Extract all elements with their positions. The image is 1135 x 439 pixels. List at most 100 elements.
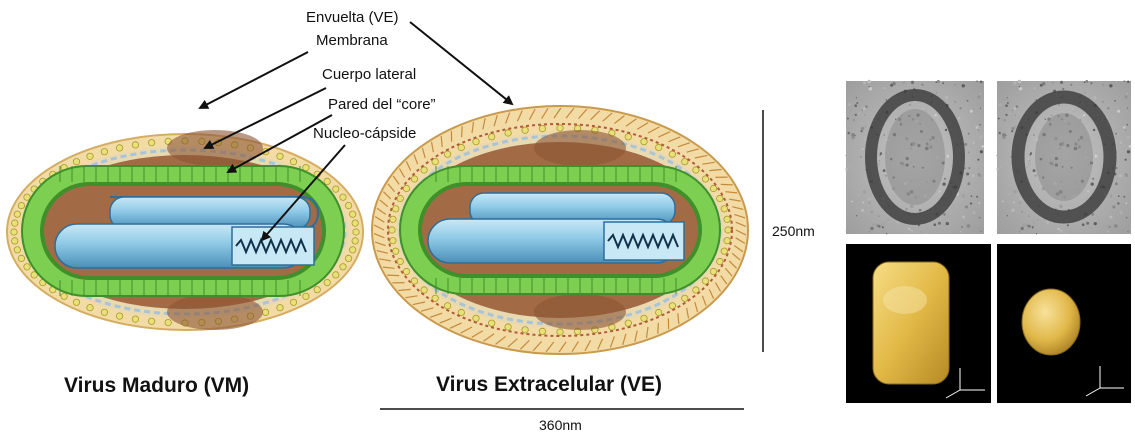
em-noise-speck — [1125, 174, 1128, 177]
membrane-protein-dot — [345, 202, 351, 208]
envelope-fiber — [658, 323, 659, 334]
em-noise-speck — [869, 87, 873, 91]
em-noise-speck — [960, 194, 963, 197]
em-noise-speck — [887, 219, 889, 221]
em-noise-speck — [863, 190, 867, 194]
em-noise-speck — [1125, 159, 1127, 161]
em-noise-speck — [1114, 224, 1117, 227]
membrane-protein-dot — [333, 272, 339, 278]
em-noise-speck — [979, 217, 981, 219]
em-noise-speck — [933, 223, 936, 226]
em-noise-speck — [1062, 88, 1064, 90]
em-noise-speck — [1060, 230, 1061, 231]
em-noise-speck — [879, 160, 881, 162]
em-noise-speck — [1115, 133, 1117, 135]
em-noise-speck — [883, 227, 885, 229]
membrane-protein-dot — [397, 258, 403, 264]
em-noise-speck — [1057, 228, 1059, 230]
membrane-protein-dot — [352, 220, 358, 226]
em-noise-speck — [977, 95, 980, 98]
em-noise-speck — [1123, 80, 1125, 82]
em-noise-speck — [998, 118, 1000, 120]
em-noise-speck — [872, 223, 875, 226]
em-noise-speck — [1117, 110, 1120, 113]
membrane-protein-dot — [132, 316, 138, 322]
em-noise-speck — [1126, 202, 1128, 204]
em-noise-speck — [1090, 82, 1092, 84]
em-noise-speck — [961, 226, 963, 228]
em-noise-speck — [1033, 87, 1035, 89]
membrane-protein-dot — [522, 327, 528, 333]
em-noise-speck — [1013, 81, 1016, 84]
membrane-protein-dot — [393, 248, 399, 254]
em-noise-speck — [1007, 102, 1009, 104]
em-noise-speck — [1007, 215, 1008, 216]
em-noise-speck — [1028, 163, 1031, 166]
membrane-protein-dot — [390, 238, 396, 244]
em-noise-speck — [1013, 107, 1016, 110]
em-noise-speck — [1019, 87, 1023, 91]
em-noise-speck — [1003, 119, 1005, 121]
membrane-protein-dot — [12, 220, 18, 226]
em-noise-speck — [1087, 190, 1089, 192]
em-noise-speck — [864, 120, 865, 121]
em-noise-speck — [1120, 142, 1122, 144]
membrane-protein-dot — [116, 313, 122, 319]
em-noise-speck — [869, 86, 870, 87]
membrane-protein-dot — [539, 125, 545, 131]
em-noise-speck — [1010, 150, 1011, 151]
em-noise-speck — [1093, 96, 1096, 99]
em-noise-speck — [1009, 113, 1011, 115]
render-brick-shaped-virion — [873, 262, 949, 384]
em-noise-speck — [971, 195, 973, 197]
micrograph-panels — [845, 80, 1131, 403]
membrane-protein-dot — [489, 134, 495, 140]
em-noise-speck — [1115, 87, 1117, 89]
membrane-protein-dot — [641, 315, 647, 321]
em-noise-speck — [1028, 215, 1030, 217]
membrane-protein-dot — [14, 211, 20, 217]
em-noise-speck — [1007, 97, 1008, 98]
em-noise-speck — [946, 155, 949, 158]
em-noise-speck — [870, 227, 873, 230]
extracellular-lateral-body-bottom — [534, 294, 626, 330]
em-noise-speck — [1033, 169, 1036, 172]
em-noise-speck — [1080, 116, 1083, 119]
em-noise-speck — [1127, 124, 1129, 126]
em-noise-speck — [976, 130, 979, 133]
membrane-protein-dot — [641, 139, 647, 145]
em-noise-speck — [1073, 109, 1076, 112]
em-noise-speck — [1084, 92, 1086, 94]
em-noise-speck — [861, 209, 864, 212]
em-noise-speck — [1085, 80, 1087, 82]
membrane-protein-dot — [411, 278, 417, 284]
mature-virus-illustration — [7, 130, 363, 330]
em-noise-speck — [1015, 120, 1016, 121]
em-noise-speck — [1119, 174, 1122, 177]
em-noise-speck — [980, 80, 983, 83]
em-noise-speck — [848, 128, 849, 129]
em-noise-speck — [944, 178, 946, 180]
em-noise-speck — [1094, 222, 1097, 225]
em-noise-speck — [979, 136, 982, 139]
membrane-protein-dot — [625, 134, 631, 140]
em-noise-speck — [856, 97, 857, 98]
caption-extracellular-virus: Virus Extracelular (VE) — [436, 373, 662, 396]
em-noise-speck — [854, 104, 857, 107]
em-noise-speck — [1107, 107, 1109, 109]
membrane-protein-dot — [290, 159, 296, 165]
membrane-protein-dot — [682, 295, 688, 301]
membrane-protein-dot — [277, 305, 283, 311]
membrane-protein-dot — [73, 159, 79, 165]
em-noise-speck — [937, 80, 939, 82]
em-noise-speck — [967, 182, 970, 185]
em-noise-speck — [867, 80, 871, 84]
em-noise-speck — [1126, 217, 1128, 219]
em-noise-speck — [849, 166, 852, 169]
em-noise-speck — [1058, 104, 1060, 106]
em-noise-speck — [886, 233, 887, 234]
membrane-protein-dot — [345, 255, 351, 261]
em-noise-speck — [942, 82, 944, 84]
em-noise-speck — [1033, 134, 1035, 136]
em-noise-speck — [970, 202, 972, 204]
